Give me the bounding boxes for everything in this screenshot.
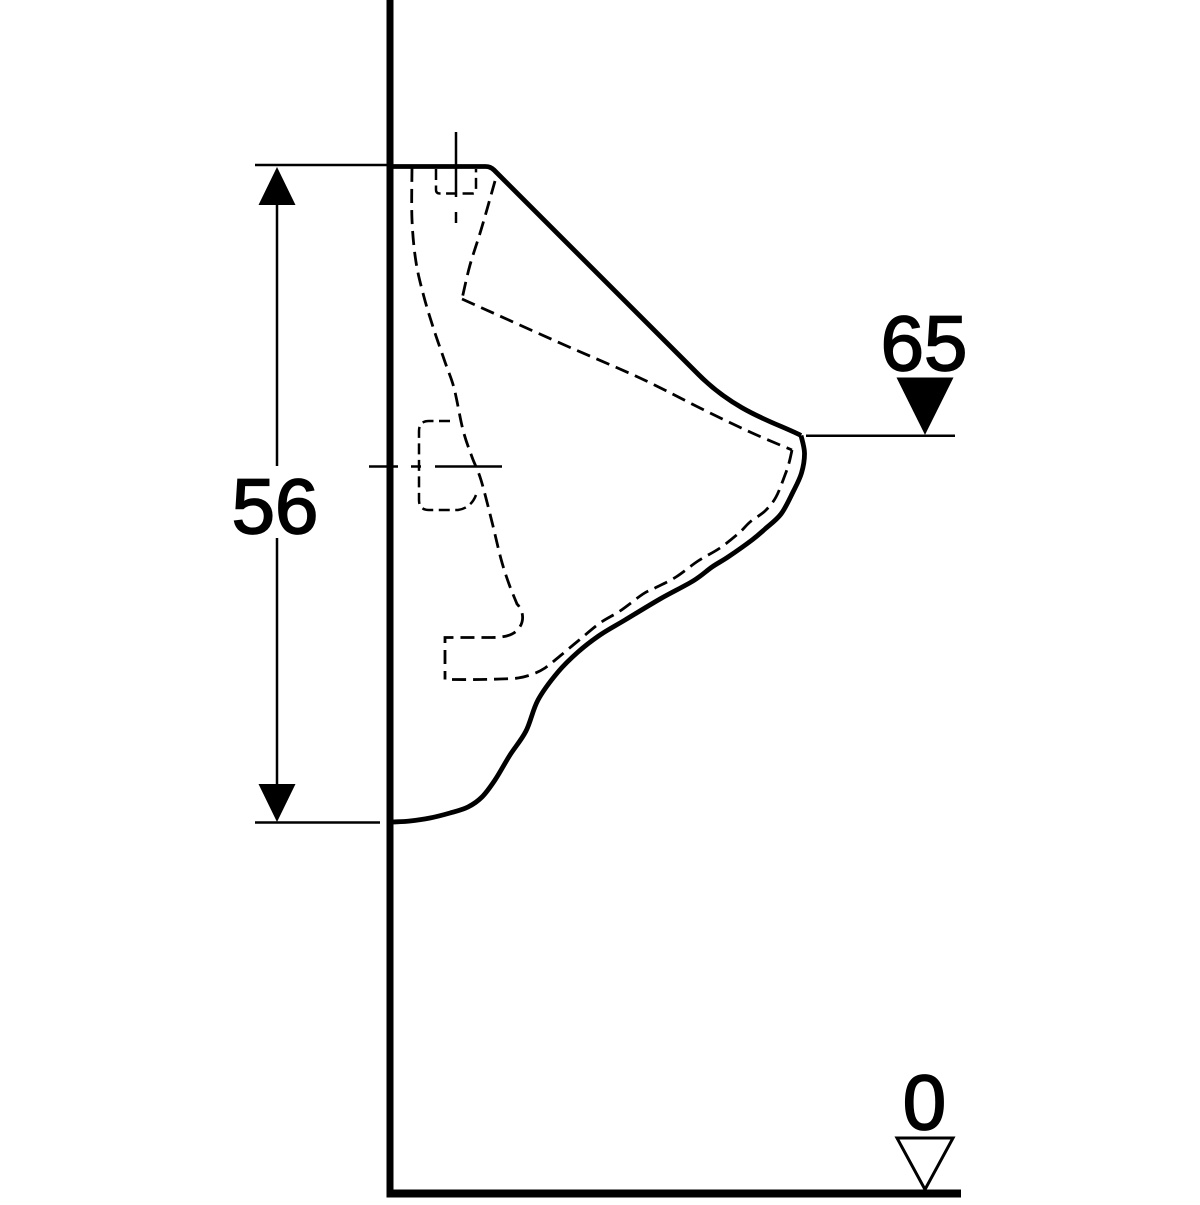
svg-text:0: 0 [903,1058,946,1146]
svg-text:56: 56 [232,462,319,550]
svg-text:65: 65 [881,299,968,387]
